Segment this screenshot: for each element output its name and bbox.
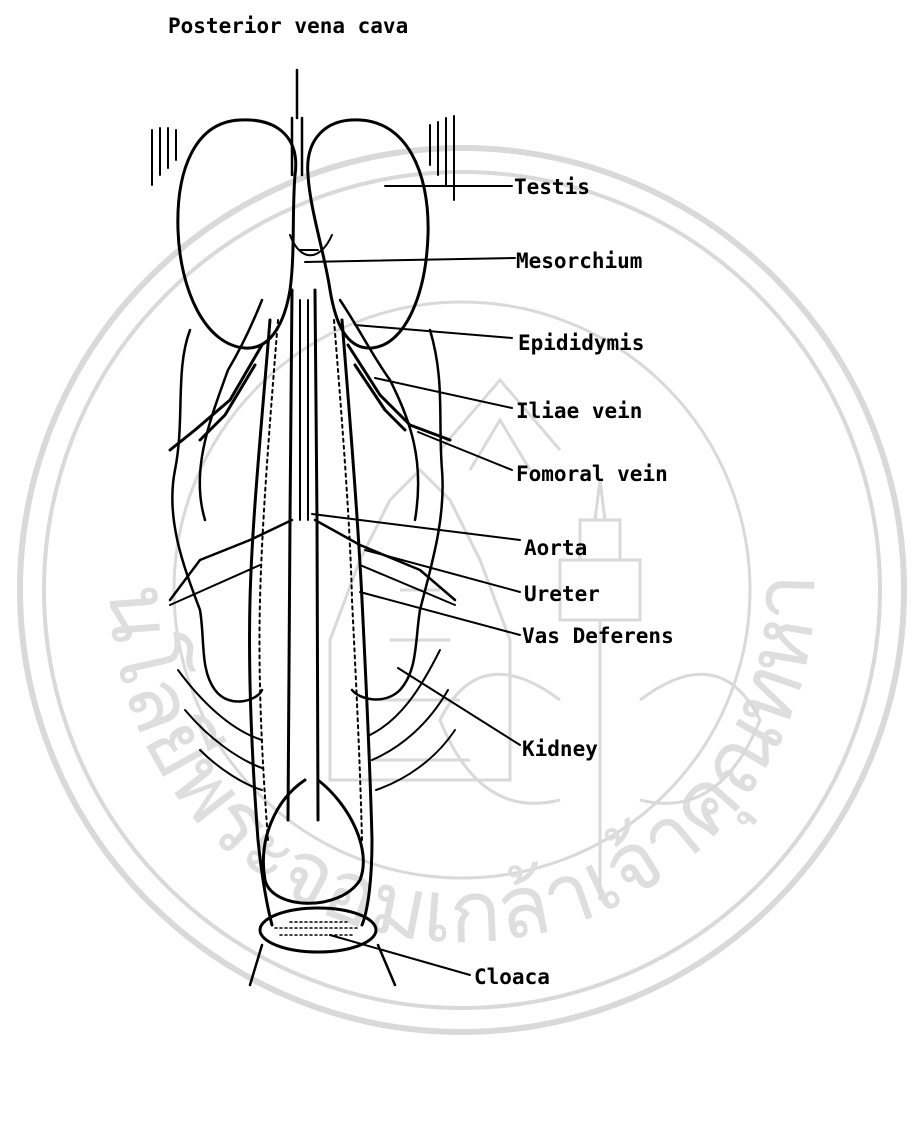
label-aorta: Aorta <box>524 536 587 560</box>
label-mesorchium: Mesorchium <box>516 249 642 273</box>
label-cloaca: Cloaca <box>474 965 550 989</box>
right-testis <box>308 120 428 348</box>
label-vas-deferens: Vas Deferens <box>522 624 674 648</box>
watermark-seal: สถาบันเทคโนโลยีพระจอมเกล้าเจ้าคุณทหารลาด… <box>0 0 904 1032</box>
label-posterior-vena-cava: Posterior vena cava <box>168 14 408 38</box>
leader-ureter <box>365 550 520 592</box>
label-ureter: Ureter <box>524 582 600 606</box>
left-epididymis <box>200 300 262 520</box>
label-epididymis: Epididymis <box>518 331 644 355</box>
right-epididymis <box>340 300 418 520</box>
label-iliae-vein: Iliae vein <box>516 399 642 423</box>
label-fomoral-vein: Fomoral vein <box>516 462 668 486</box>
label-kidney: Kidney <box>522 737 598 761</box>
label-testis: Testis <box>514 175 590 199</box>
leader-epididymis <box>355 325 512 338</box>
leader-mesorchium <box>305 258 515 262</box>
leader-kidney <box>398 668 520 745</box>
aorta-vessel <box>288 290 318 820</box>
mesorchium <box>290 235 332 255</box>
leader-fomoral-vein <box>418 432 512 470</box>
right-iliac-vein <box>348 345 450 440</box>
